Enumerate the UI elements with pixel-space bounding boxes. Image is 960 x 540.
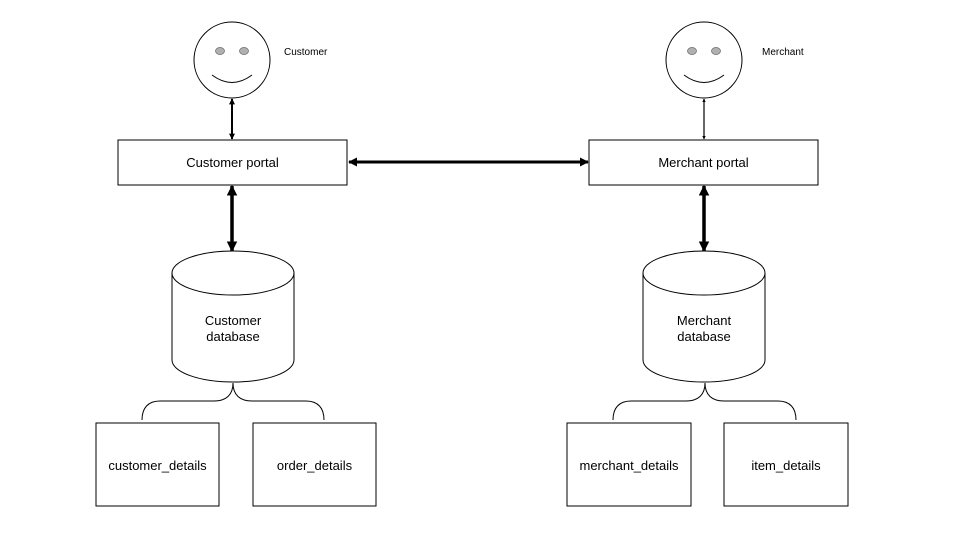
right-eye-icon: [239, 47, 249, 55]
customer-details-table: customer_details: [95, 422, 220, 507]
customer-actor: Customer: [193, 21, 328, 99]
left-eye-icon: [687, 47, 697, 55]
order-details-table: order_details: [252, 422, 377, 507]
item-details-label: item_details: [751, 458, 821, 473]
smile-icon: [211, 74, 253, 83]
item-details-table: item_details: [723, 422, 849, 507]
right-eye-icon: [711, 47, 721, 55]
merchant-portal-box: Merchant portal: [588, 139, 819, 186]
merchant-details-table: merchant_details: [566, 422, 692, 507]
merchant-details-label: merchant_details: [580, 458, 679, 473]
customer-brace: [141, 382, 325, 421]
smiley-face-icon: [665, 21, 743, 99]
customer-details-label: customer_details: [108, 458, 207, 473]
customer-database-label-2: database: [206, 329, 260, 344]
left-eye-icon: [215, 47, 225, 55]
merchant-database-label-2: database: [677, 329, 731, 344]
merchant-brace: [612, 382, 797, 421]
smiley-face-icon: [193, 21, 271, 99]
merchant-database-icon: Merchant database: [642, 250, 766, 383]
merchant-actor-label: Merchant: [762, 47, 804, 58]
customer-actor-label: Customer: [284, 47, 328, 58]
customer-database-icon: Customer database: [171, 250, 295, 383]
order-details-label: order_details: [277, 458, 353, 473]
merchant-database-label-1: Merchant: [677, 313, 732, 328]
smile-icon: [683, 74, 725, 83]
customer-portal-box: Customer portal: [117, 139, 348, 186]
customer-portal-label: Customer portal: [186, 155, 279, 170]
merchant-portal-label: Merchant portal: [658, 155, 748, 170]
customer-database-label-1: Customer: [205, 313, 262, 328]
merchant-actor: Merchant: [665, 21, 804, 99]
